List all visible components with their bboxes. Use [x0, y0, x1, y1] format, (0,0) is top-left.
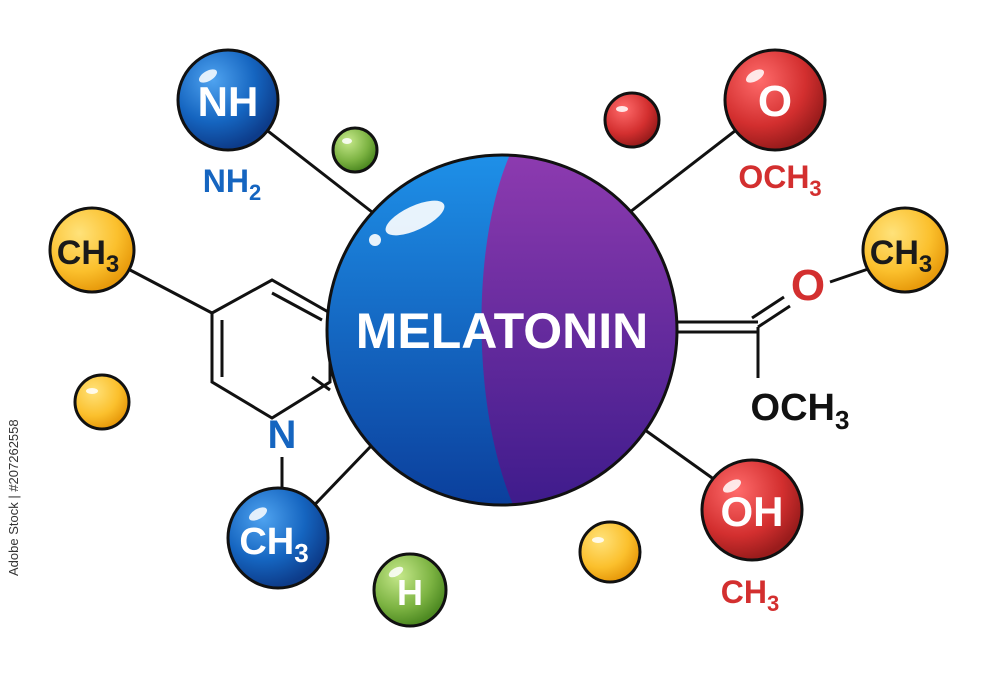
- svg-text:CH3: CH3: [57, 234, 119, 278]
- svg-text:O: O: [758, 77, 792, 126]
- melatonin-sphere: MELATONIN: [325, 153, 679, 507]
- ring-n-label: N: [268, 413, 297, 457]
- atom-ch3-left: CH3: [48, 206, 136, 294]
- floating-particle-yellow-left: [73, 373, 131, 431]
- svg-text:NH: NH: [198, 78, 259, 125]
- floating-particle-yellow-bottom: [578, 520, 642, 584]
- floating-particle-red: [603, 91, 661, 149]
- atom-h: H: [372, 552, 448, 628]
- atom-ch3-bottom: CH3: [226, 486, 330, 590]
- atom-oh: OH: [700, 458, 804, 562]
- atom-o-top: O: [723, 48, 827, 152]
- svg-text:OH: OH: [721, 488, 784, 535]
- carbonyl-o-label: O: [791, 261, 825, 310]
- ch3-under-oh-label: CH3: [721, 574, 779, 616]
- och3-top-label: OCH3: [738, 159, 821, 201]
- molecule-title: MELATONIN: [356, 303, 649, 359]
- floating-particle-green: [331, 126, 379, 174]
- nh2-label: NH2: [203, 163, 261, 205]
- atom-ch3-right: CH3: [861, 206, 949, 294]
- och3-right-label: OCH3: [751, 387, 850, 435]
- atom-nh: NH: [176, 48, 280, 152]
- svg-text:CH3: CH3: [870, 234, 932, 278]
- watermark-text: Adobe Stock | #207262558: [6, 419, 21, 576]
- stock-watermark: Adobe Stock | #207262558: [4, 380, 24, 680]
- svg-text:CH3: CH3: [239, 521, 308, 568]
- svg-text:H: H: [397, 572, 423, 613]
